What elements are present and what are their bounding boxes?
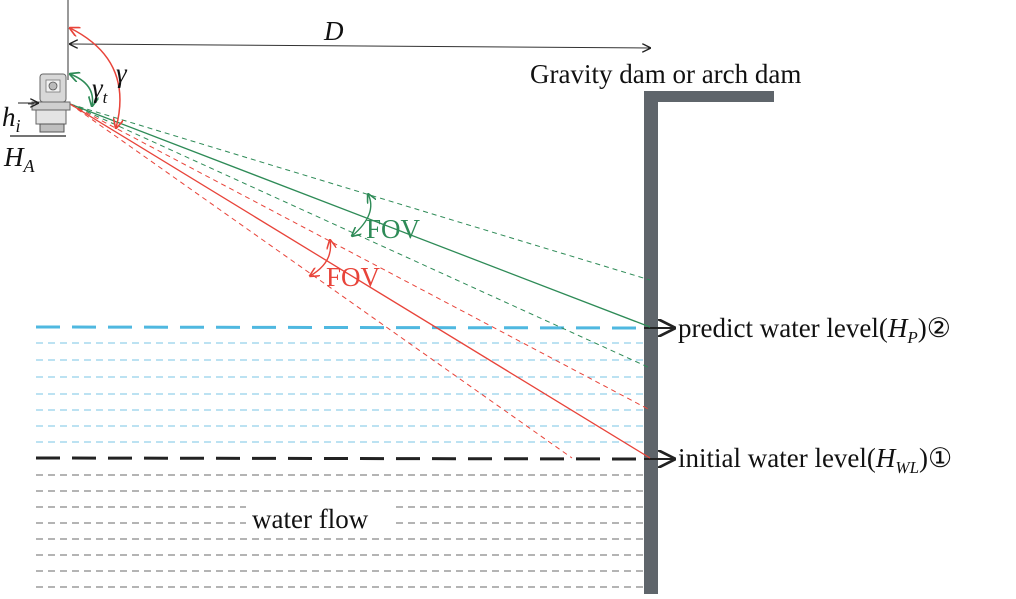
total-station-icon bbox=[28, 73, 71, 133]
fov-red-arc bbox=[310, 240, 331, 276]
dam-crest bbox=[644, 91, 774, 102]
gamma-label: γ bbox=[116, 58, 128, 88]
distance-arrow bbox=[70, 44, 650, 48]
gamma-t-arc bbox=[70, 74, 93, 106]
water-flow-label: water flow bbox=[252, 504, 369, 534]
dam-wall bbox=[644, 96, 658, 594]
dam-structure bbox=[644, 91, 774, 594]
water-flow-label-bg bbox=[246, 502, 396, 536]
predict-water-level-label: predict water level(HP)② bbox=[678, 313, 951, 347]
initial-water-level-label: initial water level(HWL)① bbox=[678, 443, 952, 477]
gamma-arc bbox=[70, 28, 120, 128]
dam-label: Gravity dam or arch dam bbox=[530, 59, 801, 89]
predict-water-level-line bbox=[35, 325, 645, 330]
fov-green-arc bbox=[352, 194, 371, 236]
ha-label: HA bbox=[3, 142, 36, 176]
gamma-t-label: γt bbox=[92, 73, 109, 107]
distance-label: D bbox=[323, 16, 344, 46]
fov-green-label: FOV bbox=[366, 214, 421, 244]
red-sight-lines bbox=[69, 103, 651, 459]
hi-label: hi bbox=[2, 102, 21, 136]
water-lines-cyan bbox=[36, 342, 644, 443]
fov-red-label: FOV bbox=[326, 262, 381, 292]
initial-water-level-line bbox=[35, 456, 645, 461]
